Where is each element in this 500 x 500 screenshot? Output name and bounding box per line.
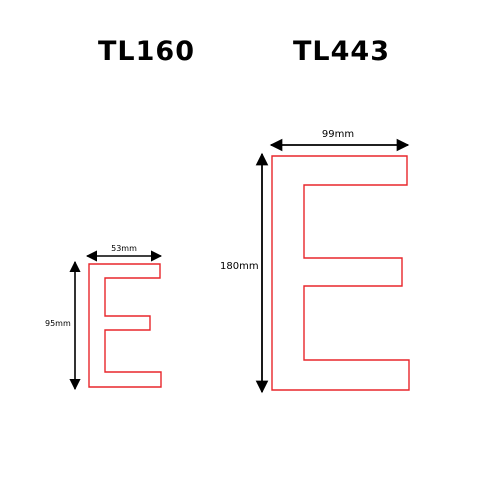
product-title-tl160: TL160	[98, 36, 195, 67]
letter-e-outline-tl443	[271, 155, 410, 391]
height-label-tl443: 180mm	[220, 261, 259, 272]
product-title-tl443: TL443	[293, 36, 390, 67]
width-label-tl443: 99mm	[322, 129, 354, 140]
letter-e-outline-tl160	[88, 263, 162, 388]
height-label-tl160: 95mm	[45, 319, 71, 328]
width-label-tl160: 53mm	[111, 244, 137, 253]
